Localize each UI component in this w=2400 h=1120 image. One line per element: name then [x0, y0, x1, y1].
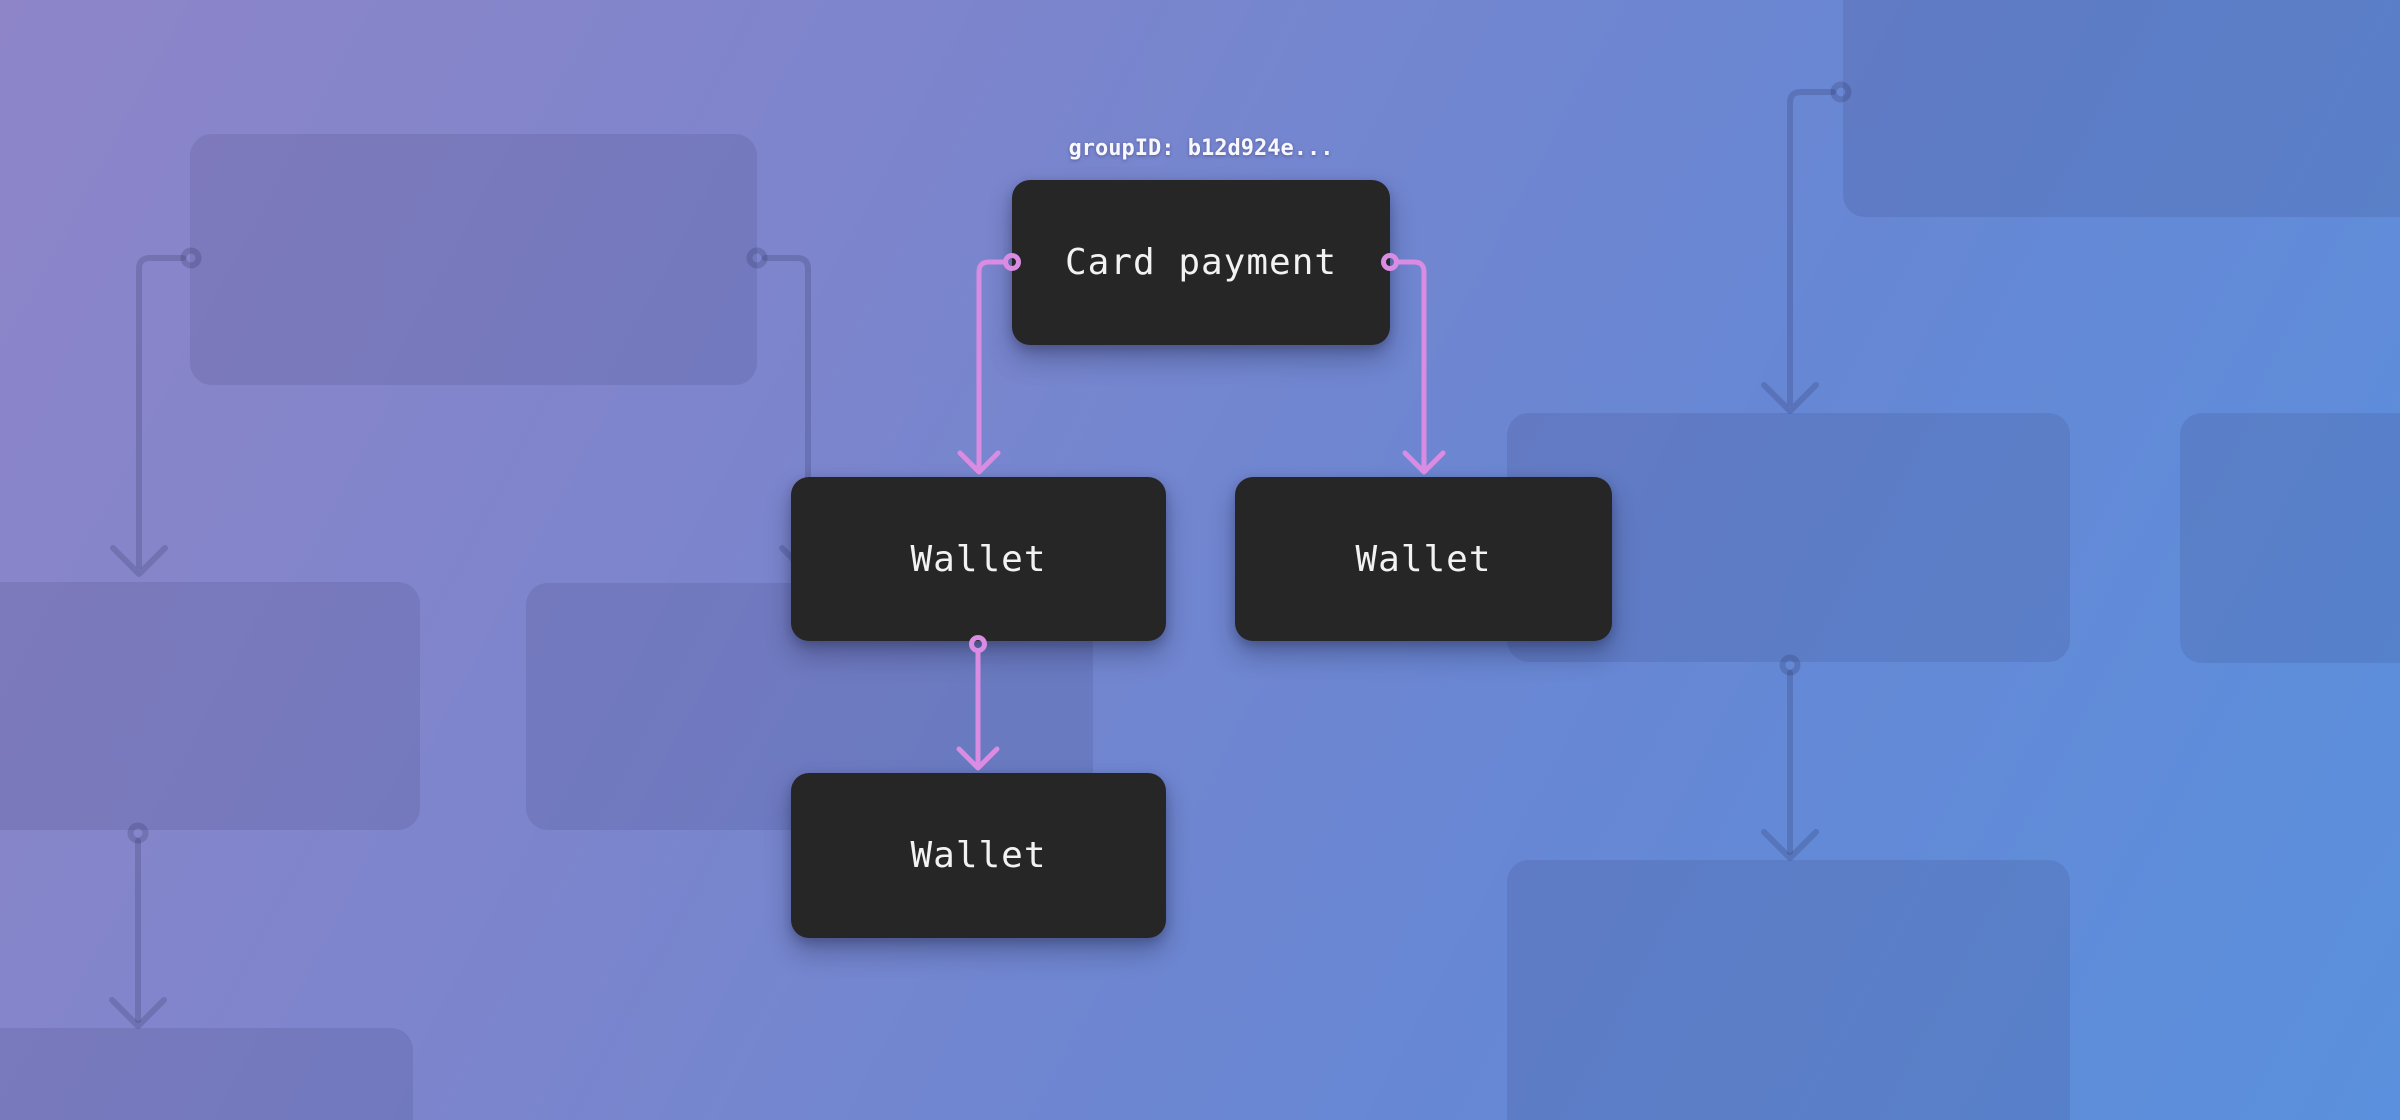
node-wallet-1[interactable]: Wallet [791, 477, 1166, 641]
edge-connector-dot-icon[interactable] [1003, 253, 1021, 271]
ghost-node-top-right [1843, 0, 2400, 217]
ghost-connector-dot-icon [180, 247, 202, 269]
ghost-node-far-right [2180, 413, 2400, 663]
edge-wallet-1-to-wallet-3[interactable] [956, 635, 1000, 771]
edge-card-payment-to-wallet-2[interactable] [1381, 253, 1446, 475]
edge-connector-dot-icon[interactable] [1381, 253, 1399, 271]
ghost-connector-dot-icon [1779, 654, 1801, 676]
ghost-edge-arrow [110, 247, 202, 577]
node-card-payment[interactable]: Card payment [1012, 180, 1390, 345]
ghost-connector-dot-icon [127, 822, 149, 844]
group-id-label: groupID: b12d924e... [1068, 136, 1334, 161]
ghost-connector-dot-icon [1830, 81, 1852, 103]
ghost-node-bottom-left [0, 1028, 413, 1120]
edge-card-payment-to-wallet-1[interactable] [957, 253, 1021, 475]
node-wallet-3-label: Wallet [910, 835, 1047, 876]
node-wallet-3[interactable]: Wallet [791, 773, 1166, 938]
ghost-edge-line [762, 255, 811, 569]
ghost-node-bottom-right [1507, 860, 2070, 1120]
node-wallet-2-label: Wallet [1355, 538, 1492, 580]
ghost-edge-arrow [1761, 81, 1852, 414]
ghost-edge-arrow [109, 822, 167, 1029]
ghost-edge-line [1787, 89, 1836, 406]
edge-arrowhead-icon [957, 450, 1001, 475]
ghost-node-left [0, 582, 420, 830]
ghost-arrowhead-icon [1761, 829, 1819, 861]
ghost-edge-arrow [1761, 654, 1819, 861]
ghost-arrowhead-icon [110, 545, 168, 577]
ghost-arrowhead-icon [1761, 382, 1819, 414]
node-wallet-1-label: Wallet [910, 538, 1047, 580]
node-card-payment-label: Card payment [1064, 242, 1338, 283]
ghost-arrowhead-icon [109, 997, 167, 1029]
edge-arrowhead-icon [956, 746, 1000, 771]
ghost-node-top-left [190, 134, 757, 385]
edge-line[interactable] [1396, 259, 1427, 473]
edge-arrowhead-icon [1402, 450, 1446, 475]
edge-connector-dot-icon[interactable] [969, 635, 987, 653]
node-wallet-2[interactable]: Wallet [1235, 477, 1612, 641]
ghost-edge-line [136, 255, 186, 569]
ghost-connector-dot-icon [746, 247, 768, 269]
edge-line[interactable] [976, 259, 1006, 473]
